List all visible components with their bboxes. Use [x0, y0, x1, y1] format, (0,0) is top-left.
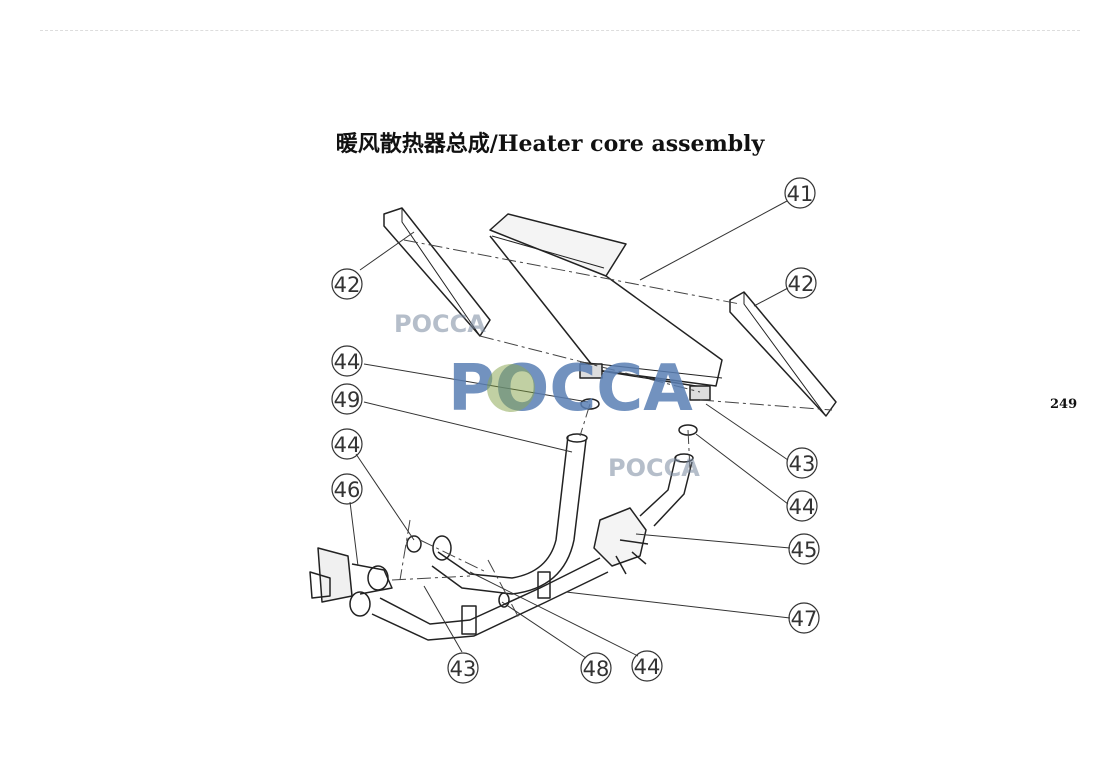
callout-label: 44 [334, 350, 361, 374]
callout-label: 49 [334, 388, 361, 412]
callout-label: 45 [791, 538, 818, 562]
callout-44: 44 [331, 428, 363, 460]
callout-46: 46 [331, 473, 363, 505]
callout-label: 42 [334, 273, 361, 297]
callout-label: 47 [791, 607, 818, 631]
watermark-small: POCCA [394, 310, 486, 338]
callout-label: 43 [789, 452, 816, 476]
callout-label: 42 [788, 272, 815, 296]
callout-43: 43 [447, 652, 479, 684]
watermark-small: POCCA [608, 454, 700, 482]
callout-43: 43 [786, 447, 818, 479]
callout-label: 44 [634, 655, 661, 679]
callout-42: 42 [331, 268, 363, 300]
page-header-rule [40, 30, 1080, 31]
callout-48: 48 [580, 652, 612, 684]
callout-label: 41 [787, 182, 814, 206]
foam-strip-left [383, 207, 491, 337]
callout-49: 49 [331, 383, 363, 415]
callout-label: 44 [334, 433, 361, 457]
callout-44: 44 [786, 490, 818, 522]
callout-label: 44 [789, 495, 816, 519]
callout-label: 46 [334, 478, 361, 502]
callout-label: 48 [583, 657, 610, 681]
outlet-pipe [639, 453, 694, 527]
page-number: 249 [1050, 397, 1078, 412]
watermark-text: POCCA [448, 352, 693, 426]
heater-core [489, 213, 723, 401]
callout-47: 47 [788, 602, 820, 634]
leader-lines [349, 200, 791, 659]
water-valve [593, 507, 649, 575]
callout-41: 41 [784, 177, 816, 209]
heater-inlet-pipe [431, 433, 588, 595]
engine-side-fittings [309, 547, 393, 617]
return-pipe [371, 557, 609, 641]
construction-lines [391, 239, 833, 621]
o-ring [406, 535, 422, 553]
callout-44: 44 [631, 650, 663, 682]
callout-42: 42 [785, 267, 817, 299]
callout-45: 45 [788, 533, 820, 565]
foam-strip-right [729, 291, 837, 417]
diagram-title: 暖风散热器总成/Heater core assembly [335, 131, 765, 157]
callout-44: 44 [331, 345, 363, 377]
o-ring [580, 398, 600, 410]
watermark-large: POCCA [448, 352, 693, 426]
callout-label: 43 [450, 657, 477, 681]
